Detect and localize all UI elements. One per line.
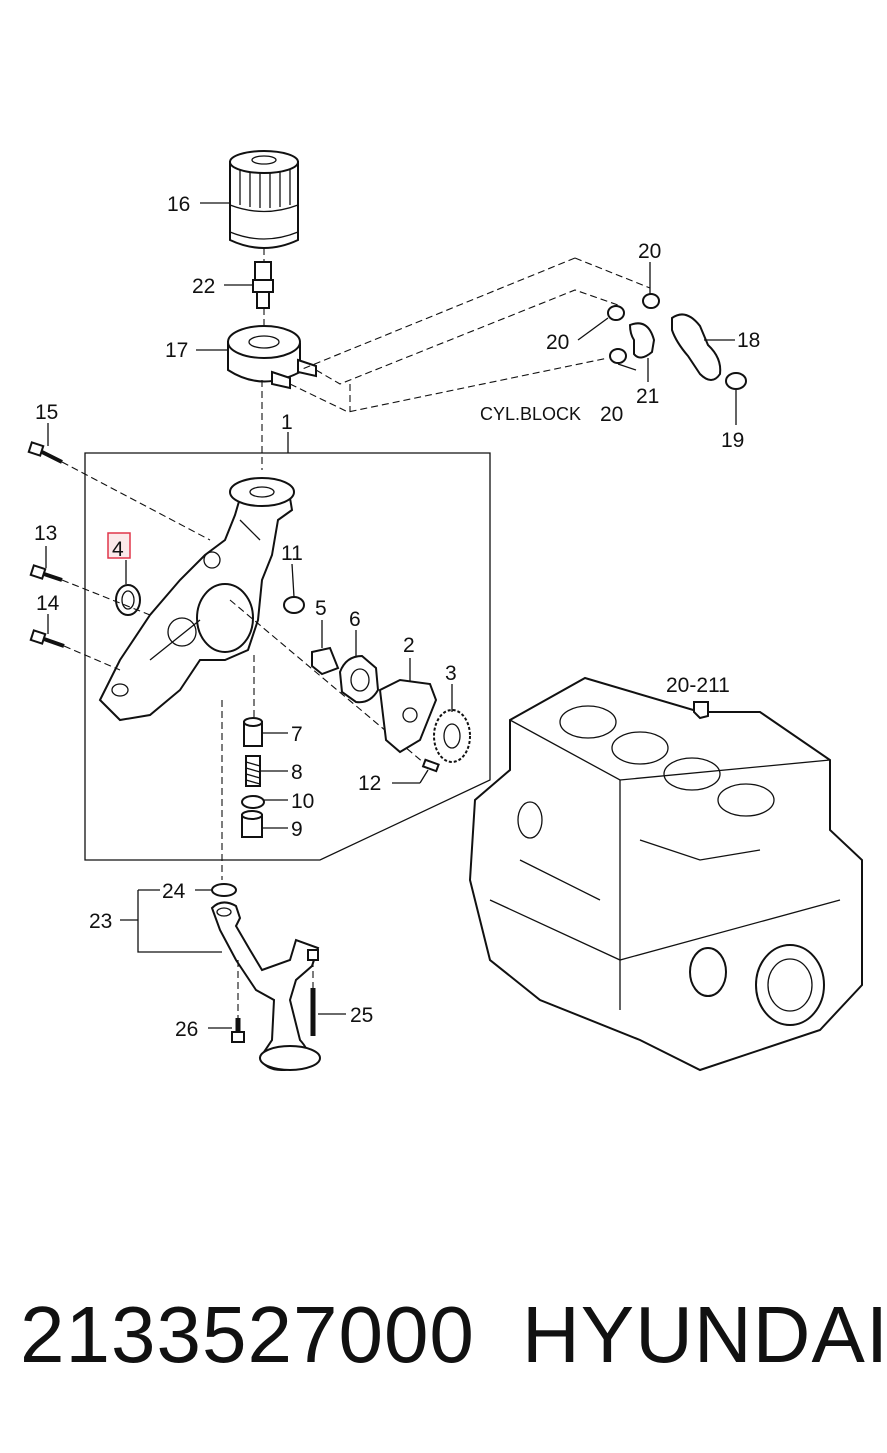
part-number: 2133527000 — [20, 1290, 475, 1379]
callout-24: 24 — [162, 880, 186, 903]
callout-9: 9 — [291, 818, 303, 841]
callout-21: 21 — [636, 385, 659, 408]
callout-6: 6 — [349, 608, 361, 631]
fitting — [252, 261, 274, 309]
callout-25: 25 — [350, 1004, 373, 1027]
bolt-14 — [29, 629, 65, 648]
callout-3: 3 — [445, 662, 457, 685]
callout-8: 8 — [291, 761, 303, 784]
callout-22: 22 — [192, 275, 215, 298]
bolt-15 — [27, 441, 63, 464]
callout-23: 23 — [89, 910, 112, 933]
oil-seal — [115, 584, 141, 616]
callout-10: 10 — [291, 790, 314, 813]
callout-20-211: 20-211 — [666, 674, 730, 697]
relief-plunger — [243, 717, 263, 747]
callout-16: 16 — [167, 193, 190, 216]
callout-15: 15 — [35, 401, 58, 424]
oil-cooler — [227, 325, 317, 390]
block-tag — [693, 701, 709, 720]
callout-2: 2 — [403, 634, 415, 657]
callout-11: 11 — [281, 542, 303, 565]
bolt-26 — [231, 1018, 245, 1043]
highlight-box — [107, 532, 131, 559]
callout-20-top: 20 — [638, 240, 661, 263]
relief-spring — [245, 755, 261, 787]
callout-26: 26 — [175, 1018, 198, 1041]
callout-4: 4 — [112, 538, 124, 561]
gasket — [241, 795, 265, 809]
sprocket — [433, 709, 471, 763]
callout-13: 13 — [34, 522, 57, 545]
callout-19: 19 — [721, 429, 744, 452]
cylinder-block — [468, 676, 863, 1072]
screw — [421, 758, 440, 773]
pump-cover — [378, 678, 438, 754]
callout-14: 14 — [36, 592, 60, 615]
brand-name: HYUNDAI — [522, 1290, 887, 1379]
callout-12: 12 — [358, 772, 381, 795]
oil-strainer — [210, 901, 321, 1071]
bolt-13 — [29, 564, 63, 582]
oil-filter — [229, 150, 299, 249]
oil-pump-housing — [98, 477, 295, 722]
cyl-block-label: CYL.BLOCK — [480, 404, 581, 424]
strainer-gasket — [211, 883, 237, 897]
callout-7: 7 — [291, 723, 303, 746]
o-ring — [283, 596, 305, 614]
outer-rotor — [338, 654, 380, 704]
callout-1: 1 — [281, 411, 293, 434]
inner-rotor — [311, 646, 340, 676]
callout-5: 5 — [315, 597, 327, 620]
callout-18: 18 — [737, 329, 760, 352]
plug — [241, 810, 263, 838]
callout-20-left: 20 — [546, 331, 569, 354]
callout-20-bottom: 20 — [600, 403, 623, 426]
callout-17: 17 — [165, 339, 188, 362]
hose-clamp-set — [607, 293, 747, 390]
